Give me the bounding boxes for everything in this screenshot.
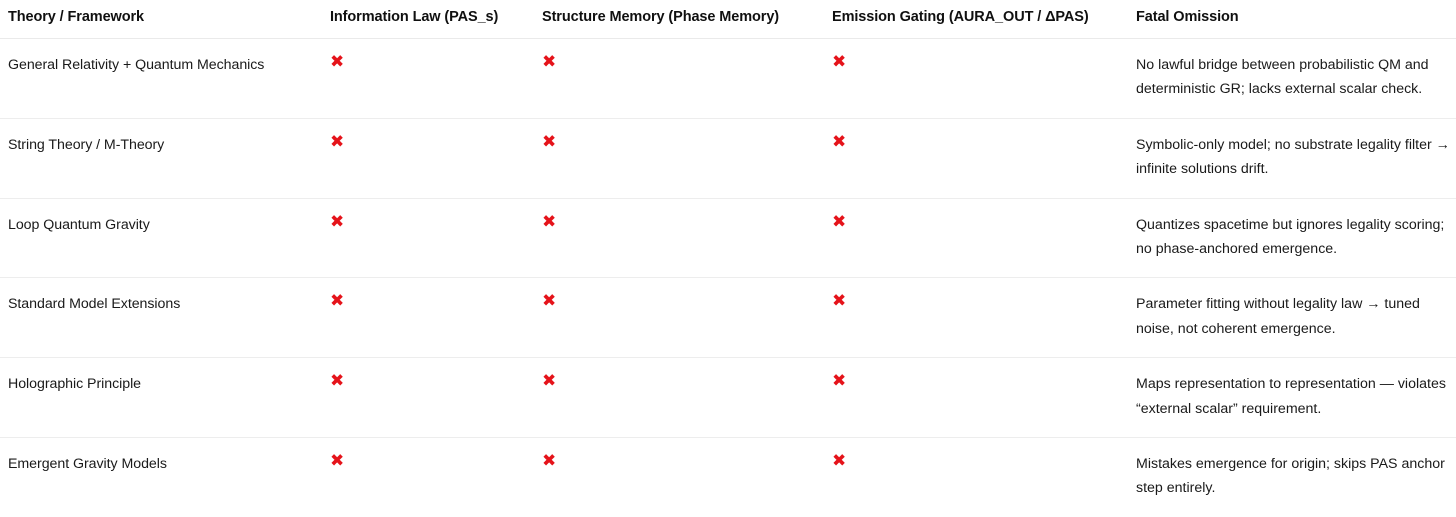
cell-structmem: ✖ bbox=[534, 38, 824, 119]
table-body: General Relativity + Quantum Mechanics ✖ ✖… bbox=[0, 38, 1456, 517]
cell-theory: Holographic Principle bbox=[0, 357, 322, 439]
cross-mark-icon: ✖ bbox=[542, 211, 557, 232]
cell-infolaw: ✖ bbox=[322, 357, 534, 439]
cell-emission: ✖ bbox=[824, 277, 1128, 359]
cross-mark-icon: ✖ bbox=[832, 211, 847, 232]
cross-mark-icon: ✖ bbox=[832, 51, 847, 72]
cell-theory: Standard Model Extensions bbox=[0, 277, 322, 359]
column-header-emission: Emission Gating (AURA_OUT / ΔPAS) bbox=[824, 0, 1128, 39]
column-header-omission: Fatal Omission bbox=[1128, 0, 1456, 39]
cell-structmem: ✖ bbox=[534, 357, 824, 439]
cell-theory: Loop Quantum Gravity bbox=[0, 198, 322, 279]
cross-mark-icon: ✖ bbox=[330, 211, 345, 232]
table-row: String Theory / M-Theory ✖ ✖ ✖ Symbolic-only… bbox=[0, 118, 1456, 199]
cell-emission: ✖ bbox=[824, 38, 1128, 119]
cell-structmem: ✖ bbox=[534, 438, 824, 517]
cell-infolaw: ✖ bbox=[322, 118, 534, 199]
column-header-infolaw: Information Law (PAS_s) bbox=[322, 0, 534, 39]
column-header-theory: Theory / Framework bbox=[0, 0, 322, 39]
table-header: Theory / Framework Information Law (PAS_… bbox=[0, 0, 1456, 39]
header-row: Theory / Framework Information Law (PAS_… bbox=[0, 0, 1456, 39]
cross-mark-icon: ✖ bbox=[330, 131, 345, 152]
cell-theory: Emergent Gravity Models bbox=[8, 456, 167, 473]
cell-structmem: ✖ bbox=[534, 198, 824, 279]
cell-theory: String Theory / M-Theory bbox=[0, 118, 322, 199]
cell-emission: ✖ bbox=[824, 438, 1128, 517]
column-header-structmem: Structure Memory (Phase Memory) bbox=[534, 0, 824, 39]
cell-omission: Mistakes emergence for origin; skips PAS… bbox=[1136, 456, 1445, 497]
cross-mark-icon: ✖ bbox=[330, 451, 345, 472]
cross-mark-icon: ✖ bbox=[330, 291, 345, 312]
cell-omission: No lawful bridge between probabilistic Q… bbox=[1128, 38, 1456, 119]
cell-infolaw: ✖ bbox=[322, 198, 534, 279]
cell-omission: Parameter fitting without legality law →… bbox=[1128, 277, 1456, 359]
cell-structmem: ✖ bbox=[534, 277, 824, 359]
cell-emission: ✖ bbox=[824, 118, 1128, 199]
cross-mark-icon: ✖ bbox=[832, 451, 847, 472]
cross-mark-icon: ✖ bbox=[832, 131, 847, 152]
cell-emission: ✖ bbox=[824, 198, 1128, 279]
cell-theory: General Relativity + Quantum Mechanics bbox=[0, 38, 322, 119]
cell-infolaw: ✖ bbox=[322, 38, 534, 119]
table-row: Emergent Gravity Models ✖ ✖ ✖ Mistakes emerg… bbox=[0, 438, 1456, 517]
cross-mark-icon: ✖ bbox=[542, 451, 557, 472]
cross-mark-icon: ✖ bbox=[542, 371, 557, 392]
cross-mark-icon: ✖ bbox=[832, 371, 847, 392]
table-row: Standard Model Extensions ✖ ✖ ✖ Parameter fi… bbox=[0, 277, 1456, 359]
cross-mark-icon: ✖ bbox=[330, 371, 345, 392]
table-row: General Relativity + Quantum Mechanics ✖ ✖… bbox=[0, 38, 1456, 119]
cell-emission: ✖ bbox=[824, 357, 1128, 439]
cell-omission: Quantizes spacetime but ignores legality… bbox=[1128, 198, 1456, 279]
cell-infolaw: ✖ bbox=[322, 277, 534, 359]
cross-mark-icon: ✖ bbox=[542, 291, 557, 312]
cross-mark-icon: ✖ bbox=[542, 51, 557, 72]
cross-mark-icon: ✖ bbox=[832, 291, 847, 312]
table-row: Loop Quantum Gravity ✖ ✖ ✖ Quantizes spaceti… bbox=[0, 198, 1456, 279]
cell-omission: Symbolic-only model; no substrate legali… bbox=[1128, 118, 1456, 199]
cell-omission: Maps representation to representation — … bbox=[1128, 357, 1456, 439]
cross-mark-icon: ✖ bbox=[330, 51, 345, 72]
table-row: Holographic Principle ✖ ✖ ✖ Maps representat… bbox=[0, 357, 1456, 439]
cell-structmem: ✖ bbox=[534, 118, 824, 199]
cross-mark-icon: ✖ bbox=[542, 131, 557, 152]
cell-infolaw: ✖ bbox=[322, 438, 534, 517]
